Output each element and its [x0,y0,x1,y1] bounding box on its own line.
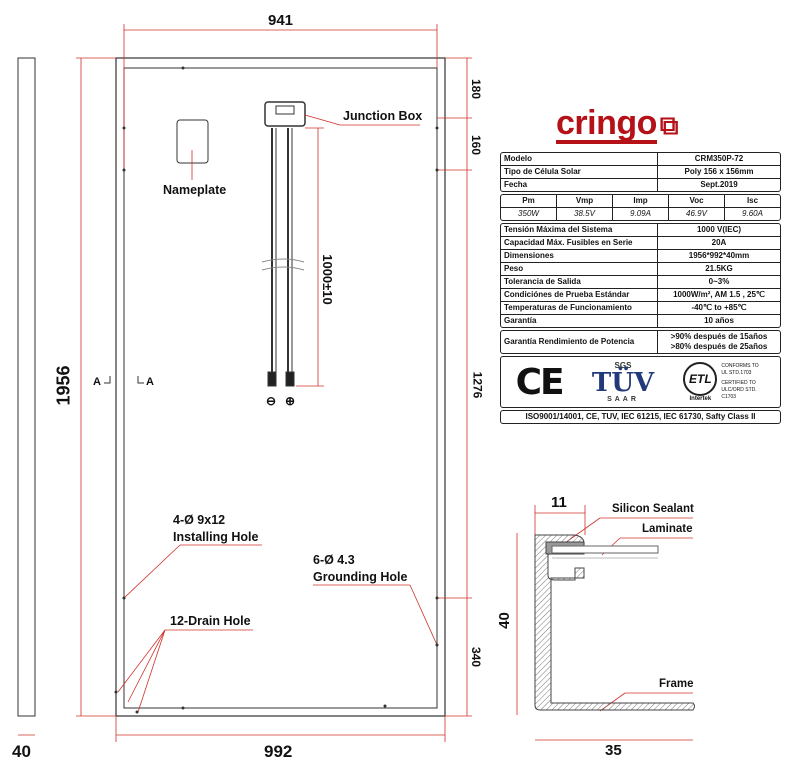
section-mark-left: A [93,376,101,388]
installing-hole-count: 4-Ø 9x12 [173,513,226,527]
nameplate-label: Nameplate [163,183,227,197]
panel-outer-frame [115,57,446,717]
silicon-sealant-label: Silicon Sealant [612,503,694,515]
dim-outer-width: 992 [264,742,293,761]
spec-row: Temperaturas de Funcionamiento-40℃ to +8… [501,302,780,315]
dim-height: 1956 [53,365,74,406]
junction-box-label: Junction Box [343,109,423,123]
grounding-hole-label: Grounding Hole [313,570,408,584]
frame-label: Frame [659,678,694,690]
laminate-label: Laminate [642,523,693,535]
ce-mark: CE [515,361,565,403]
section-height: 40 [495,612,513,629]
side-profile [17,57,36,717]
section-width-top: 11 [551,494,567,511]
dim-thickness: 40 [12,742,31,761]
grounding-hole-count: 6-Ø 4.3 [313,553,355,567]
dim-bottom-offset: 340 [469,646,484,668]
panel-inner-frame [123,67,438,709]
dim-hole-offset: 160 [469,134,484,156]
dim-inner-width: 941 [268,12,294,29]
positive-terminal-icon: ⊕ [285,394,296,408]
installing-hole-label: Installing Hole [173,530,259,544]
dim-top-offset: 180 [469,78,484,100]
junction-box [264,101,306,127]
dim-cable-length: 1000±10 [319,254,335,305]
negative-terminal-icon: ⊖ [266,394,277,408]
frame-cross-section [534,534,695,711]
nameplate-rect [176,119,209,164]
standards-footer: ISO9001/14001, CE, TUV, IEC 61215, IEC 6… [525,412,756,421]
brand-logo: cringo⧉ [556,104,678,144]
section-width-bottom: 35 [605,742,622,759]
dim-hole-spacing: 1276 [470,371,485,399]
power-warranty-row: Garantía Rendimiento de Potencia >90% de… [501,331,780,353]
section-mark-right: A [146,376,154,388]
drain-hole-label: 12-Drain Hole [170,614,251,628]
